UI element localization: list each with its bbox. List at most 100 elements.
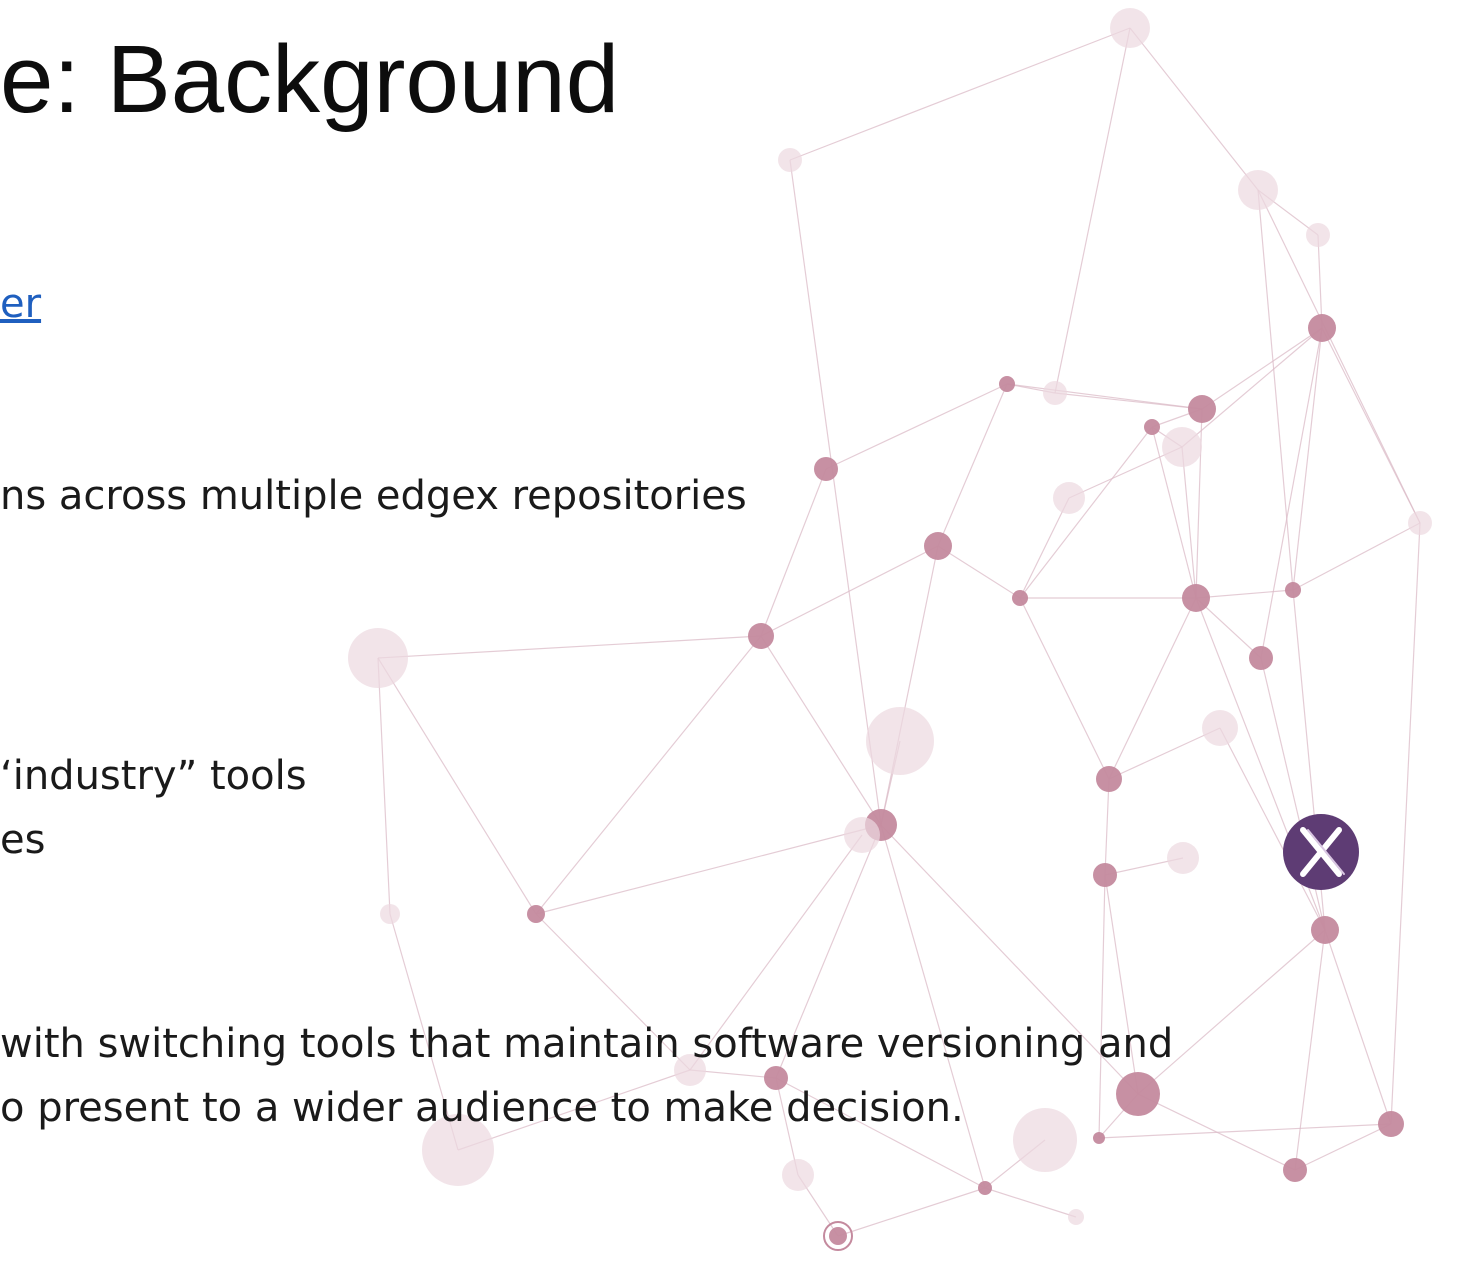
network-edge	[1195, 589, 1294, 599]
network-edge	[1294, 929, 1326, 1171]
network-node	[422, 1114, 494, 1186]
network-node	[1249, 646, 1273, 670]
network-node	[527, 905, 545, 923]
network-edge	[825, 383, 1008, 470]
body-line-present-audience: o present to a wider audience to make de…	[0, 1085, 964, 1131]
network-node	[348, 628, 408, 688]
network-edge	[789, 159, 882, 826]
network-edge	[1201, 327, 1323, 410]
network-edge	[937, 383, 1008, 547]
network-edge	[457, 1069, 691, 1151]
network-edge	[1108, 727, 1221, 780]
network-edge	[1019, 497, 1070, 599]
body-line-switching-tools: with switching tools that maintain softw…	[0, 1021, 1174, 1067]
network-edge	[1098, 874, 1106, 1139]
network-node	[844, 817, 880, 853]
network-edge	[389, 913, 459, 1151]
network-node	[380, 904, 400, 924]
network-edge	[689, 834, 863, 1071]
network-edge	[984, 1187, 1077, 1218]
network-edge	[1129, 27, 1259, 191]
network-edge	[1098, 1123, 1392, 1139]
network-node	[924, 532, 952, 560]
network-edge	[1137, 929, 1326, 1095]
network-edge	[1219, 727, 1326, 931]
network-node	[1012, 590, 1028, 606]
network-edge	[1294, 1123, 1392, 1171]
network-node	[1162, 427, 1202, 467]
network-edge	[535, 635, 762, 915]
network-edge	[535, 913, 691, 1071]
body-line-es: es	[0, 817, 46, 863]
network-node	[748, 623, 774, 649]
network-edge	[1390, 522, 1421, 1125]
network-edge	[377, 657, 537, 915]
network-node	[1043, 381, 1067, 405]
network-edge	[1104, 778, 1110, 876]
body-line-repositories: ns across multiple edgex repositories	[0, 473, 747, 519]
network-edge	[1054, 27, 1131, 394]
network-edge	[377, 635, 762, 659]
network-edge	[1019, 597, 1110, 780]
network-nodes	[348, 8, 1432, 1251]
network-node	[1068, 1209, 1084, 1225]
body-line-industry-tools: ‘industry” tools	[0, 753, 307, 799]
network-edge	[1151, 426, 1197, 599]
network-edge	[535, 824, 882, 915]
slide-title: e: Background	[0, 26, 620, 133]
network-edge	[1104, 874, 1139, 1095]
network-node	[674, 1054, 706, 1086]
network-node	[1182, 584, 1210, 612]
network-node	[814, 457, 838, 481]
network-node	[1093, 1132, 1105, 1144]
network-edge	[1019, 426, 1153, 599]
network-node	[829, 1227, 847, 1245]
network-edge	[1068, 446, 1183, 499]
network-edge	[1324, 929, 1392, 1125]
network-edge	[1195, 597, 1262, 659]
network-edge	[1257, 189, 1294, 591]
network-edge	[880, 824, 986, 1189]
network-node	[1093, 863, 1117, 887]
reference-link[interactable]: er	[0, 281, 42, 327]
network-edge	[937, 545, 1021, 599]
network-edge	[760, 545, 939, 637]
network-node	[1188, 395, 1216, 423]
network-edge	[1260, 327, 1323, 659]
network-edge	[837, 1187, 986, 1237]
network-node	[866, 707, 934, 775]
network-edge	[1195, 408, 1203, 599]
x-logo-icon	[1283, 814, 1359, 890]
network-node	[764, 1066, 788, 1090]
network-edge	[1257, 189, 1421, 524]
network-node	[778, 148, 802, 172]
network-edge	[775, 824, 882, 1079]
network-edge	[775, 1077, 799, 1176]
network-edge	[775, 1077, 986, 1189]
network-edge	[1292, 327, 1323, 591]
network-edge	[760, 635, 882, 826]
network-edge	[1181, 446, 1197, 599]
network-node	[782, 1159, 814, 1191]
network-edge	[1181, 327, 1323, 448]
network-node	[1096, 766, 1122, 792]
network-edge	[1321, 327, 1421, 524]
network-edge	[1317, 234, 1323, 329]
network-node	[1202, 710, 1238, 746]
network-node	[978, 1181, 992, 1195]
network-node	[1110, 8, 1150, 48]
network-edge	[377, 657, 391, 915]
network-node	[1408, 511, 1432, 535]
network-node	[1238, 170, 1278, 210]
network-edge	[760, 468, 827, 637]
network-node	[1283, 1158, 1307, 1182]
network-node	[1053, 482, 1085, 514]
network-node	[1378, 1111, 1404, 1137]
network-node	[1144, 419, 1160, 435]
network-edge	[880, 545, 939, 826]
network-edge	[1292, 522, 1421, 591]
network-edge	[1006, 383, 1203, 410]
network-edge	[1108, 597, 1197, 780]
